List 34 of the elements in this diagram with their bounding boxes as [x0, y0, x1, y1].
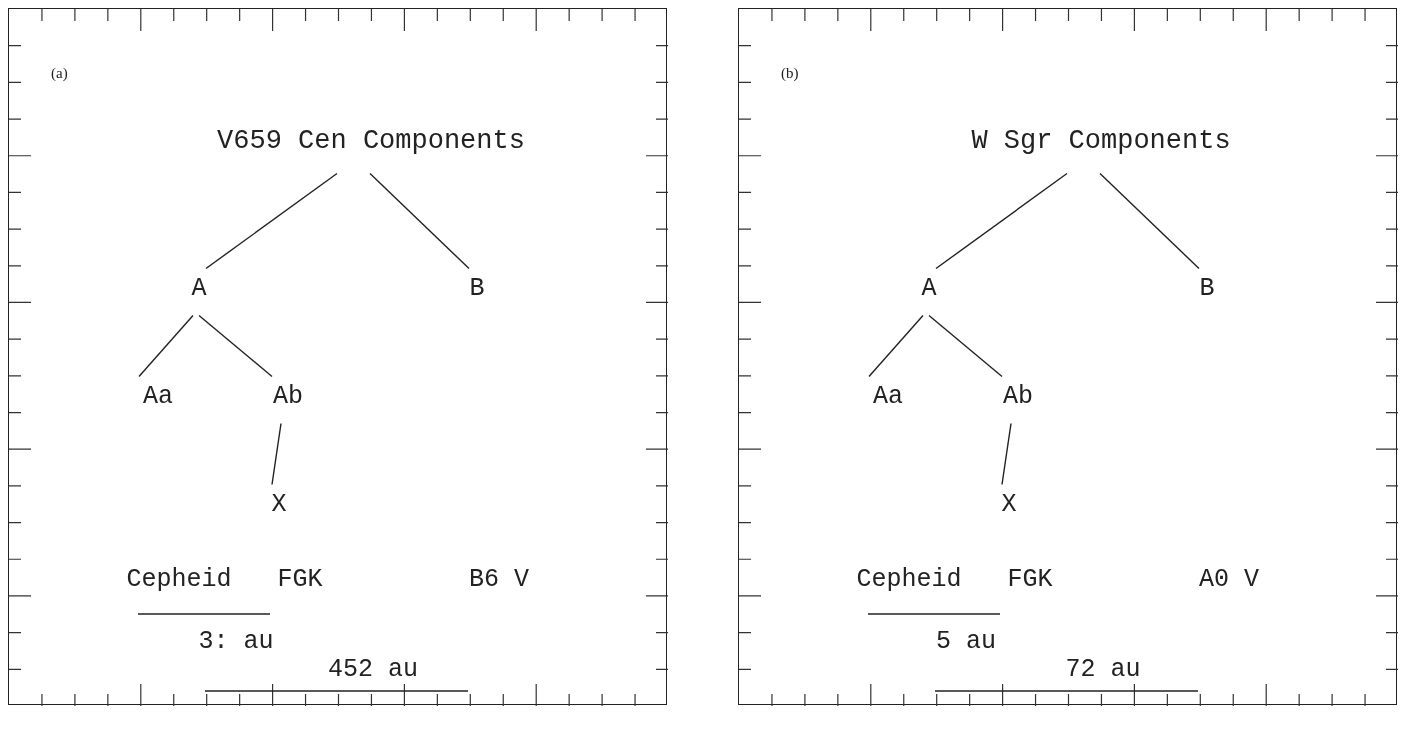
tree-line	[1001, 422, 1012, 486]
tree-title: V659 Cen Components	[217, 127, 525, 155]
tree-title: W Sgr Components	[971, 127, 1231, 155]
spectral-type: B6 V	[469, 566, 529, 592]
tree-line	[198, 314, 273, 378]
component-name: B	[469, 275, 485, 301]
spectral-type: FGK	[277, 566, 323, 592]
tree-line	[205, 172, 338, 270]
panel-label: (a)	[51, 65, 68, 82]
tree-line	[868, 314, 924, 378]
tree-line	[271, 422, 282, 486]
component-name: X	[271, 491, 287, 517]
component-name: X	[1001, 491, 1017, 517]
tree-line	[1099, 172, 1200, 270]
component-name: Aa	[873, 383, 903, 409]
spectral-type: Cepheid	[856, 566, 962, 592]
component-name: A	[921, 275, 937, 301]
spectral-type: Cepheid	[126, 566, 232, 592]
component-name: Ab	[273, 383, 303, 409]
tree-line	[138, 314, 194, 378]
component-name: Ab	[1003, 383, 1033, 409]
tree-line	[928, 314, 1003, 378]
scale-label: 5 au	[936, 628, 996, 654]
tree-line	[369, 172, 470, 270]
spectral-type: FGK	[1007, 566, 1053, 592]
scale-label: 452 au	[328, 656, 418, 682]
spectral-type: A0 V	[1199, 566, 1259, 592]
scale-label: 72 au	[1065, 656, 1141, 682]
tree-line	[935, 172, 1068, 270]
component-name: B	[1199, 275, 1215, 301]
component-name: Aa	[143, 383, 173, 409]
panel-label: (b)	[781, 65, 799, 82]
component-name: A	[191, 275, 207, 301]
scale-label: 3: au	[198, 628, 274, 654]
